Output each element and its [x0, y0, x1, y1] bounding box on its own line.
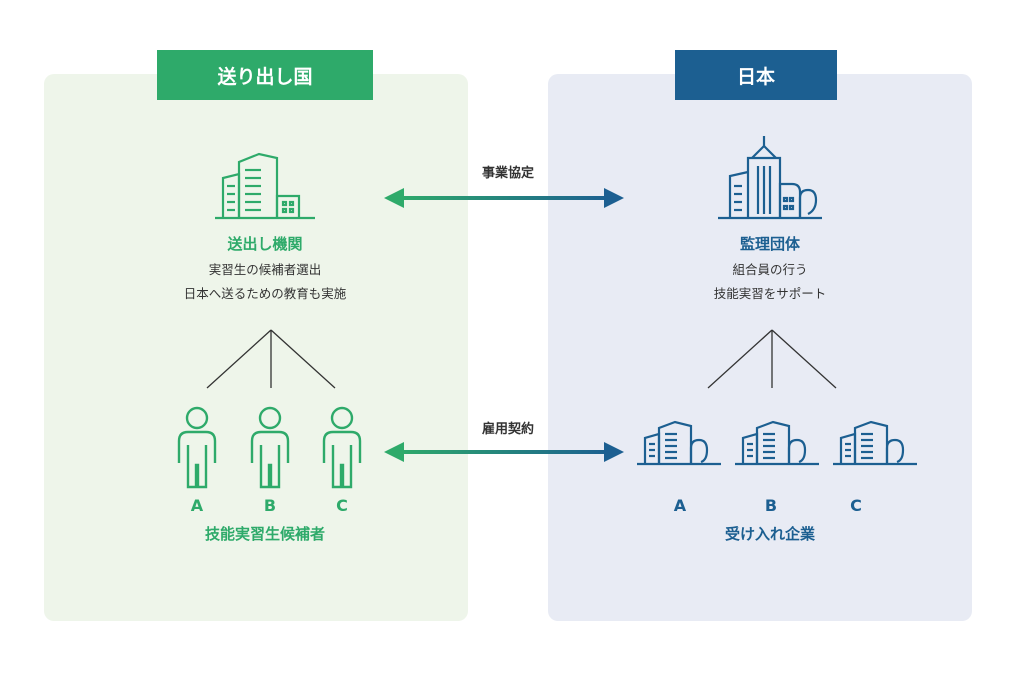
employment-contract-arrow: [384, 442, 624, 462]
supervising-org-desc-line-2: 技能実習をサポート: [713, 286, 827, 301]
trainee-candidates-label: 技能実習生候補者: [204, 525, 325, 543]
company-building-icon: [833, 420, 917, 466]
person-icon: [250, 406, 290, 489]
person-label-c: C: [336, 496, 348, 515]
company-building-icon: [735, 420, 819, 466]
right-tree-lines: [707, 329, 837, 389]
supervising-organization-description: 組合員の行う 技能実習をサポート: [640, 258, 900, 306]
business-agreement-label: 事業協定: [481, 166, 534, 181]
sending-org-desc-line-1: 実習生の候補者選出: [208, 262, 322, 277]
office-building-icon: [215, 152, 315, 220]
company-label-b: B: [764, 496, 778, 515]
supervising-organization-title: 監理団体: [739, 235, 800, 253]
person-label-a: A: [190, 496, 204, 515]
person-label-b: B: [263, 496, 277, 515]
sending-organization-title: 送出し機関: [227, 235, 303, 253]
employment-contract-label: 雇用契約: [481, 422, 534, 437]
company-building-icon: [637, 420, 721, 466]
person-icon: [177, 406, 217, 489]
sending-country-panel: [44, 74, 468, 621]
sending-country-tag: 送り出し国: [157, 50, 373, 100]
business-agreement-arrow: [384, 188, 624, 208]
sending-org-desc-line-2: 日本へ送るための教育も実施: [183, 286, 347, 301]
tower-building-icon: [718, 136, 822, 220]
japan-panel: [548, 74, 972, 621]
supervising-org-desc-line-1: 組合員の行う: [732, 262, 808, 277]
japan-tag: 日本: [675, 50, 837, 100]
sending-organization-description: 実習生の候補者選出 日本へ送るための教育も実施: [135, 258, 395, 306]
company-label-a: A: [673, 496, 687, 515]
receiving-companies-label: 受け入れ企業: [724, 525, 815, 543]
person-icon: [322, 406, 362, 489]
left-tree-lines: [206, 329, 336, 389]
company-label-c: C: [850, 496, 862, 515]
